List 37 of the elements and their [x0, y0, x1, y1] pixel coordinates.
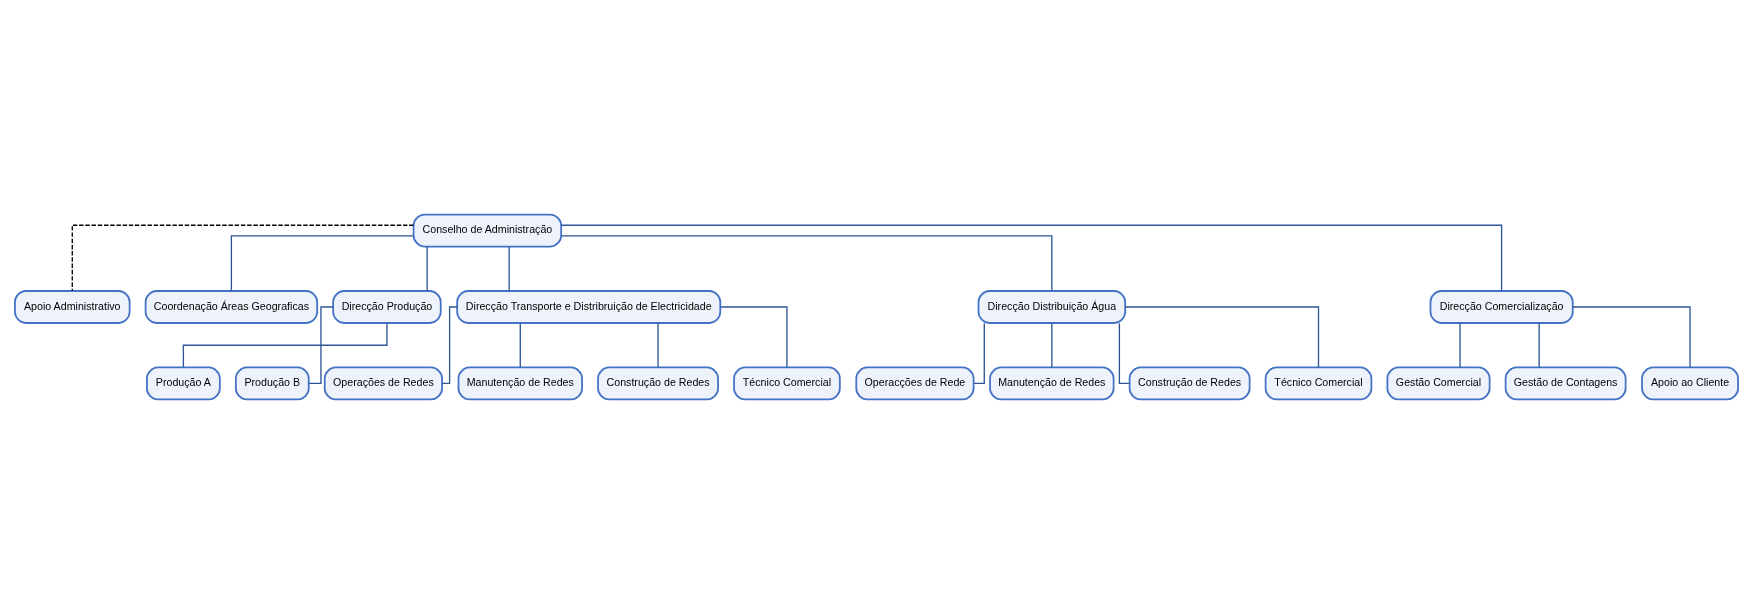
connector: [1572, 306, 1691, 368]
connector: [508, 246, 510, 292]
node-box: Direcção Distribuição Água: [977, 290, 1127, 324]
connector: [560, 224, 1503, 292]
node-box: Manutenção de Redes: [457, 366, 583, 401]
node-box: Direcção Comercialização: [1429, 290, 1574, 324]
node-box: Produção A: [146, 366, 221, 401]
node-box: Técnico Comercial: [733, 366, 841, 401]
node-box: Manutenção de Redes: [989, 366, 1115, 401]
connector: [1459, 322, 1461, 368]
node-box: Direcção Produção: [332, 290, 442, 324]
connector: [426, 246, 428, 292]
node-box: Apoio Administrativo: [14, 290, 131, 324]
node-box: Coordenação Áreas Geograficas: [144, 290, 319, 324]
connector: [230, 235, 414, 292]
node-box: Apoio ao Cliente: [1641, 366, 1739, 401]
node-box: Direcção Transporte e Distribruição de Electricidade: [456, 290, 722, 324]
connector: [657, 322, 659, 368]
connector: [1124, 306, 1320, 368]
connector: [560, 235, 1053, 292]
connector: [519, 322, 521, 368]
connector: [308, 306, 334, 385]
node-box: Construção de Redes: [597, 366, 719, 401]
connector: [1538, 322, 1540, 368]
node-box: Técnico Comercial: [1264, 366, 1373, 401]
node-box: Produção B: [234, 366, 310, 401]
connector: [973, 322, 985, 385]
connector: [719, 306, 788, 368]
node-box: Operações de Redes: [323, 366, 443, 401]
node-box: Conselho de Administração: [412, 213, 563, 248]
node-box: Gestão de Contagens: [1504, 366, 1627, 401]
node-box: Gestão Comercial: [1386, 366, 1491, 401]
connector: [1051, 322, 1053, 368]
connector: [71, 224, 415, 292]
node-box: Operacções de Rede: [855, 366, 975, 401]
connector: [1118, 322, 1131, 385]
node-box: Construção de Redes: [1128, 366, 1251, 401]
